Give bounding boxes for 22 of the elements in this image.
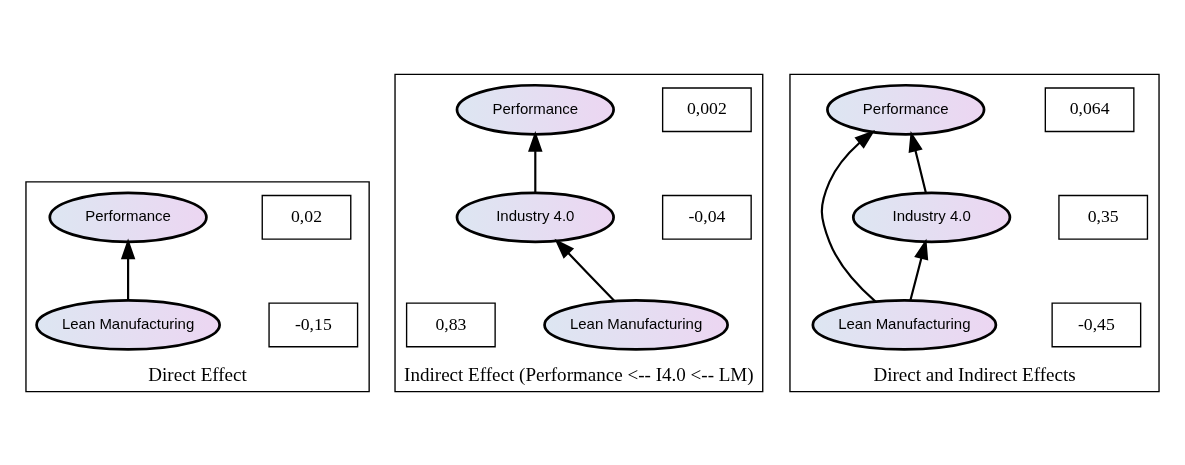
node-ellipse: Performance: [48, 190, 208, 243]
node-ellipse: Lean Manufacturing: [35, 298, 221, 351]
arrow: [120, 238, 136, 300]
node-box: 0,002: [661, 86, 752, 132]
arrow: [528, 130, 543, 193]
arrow: [820, 129, 877, 302]
node-box: -0,04: [661, 194, 752, 240]
node-ellipse: Performance: [455, 83, 615, 136]
arrow: [554, 238, 615, 302]
node-box: -0,45: [1051, 301, 1142, 347]
arrow: [909, 238, 929, 301]
node-ellipse: Lean Manufacturing: [543, 298, 729, 351]
arrow: [908, 130, 927, 193]
node-box: 0,02: [261, 194, 352, 240]
node-ellipse: Industry 4.0: [455, 190, 615, 243]
node-box: -0,15: [268, 301, 359, 347]
node-ellipse: Performance: [826, 83, 986, 136]
node-ellipse: Industry 4.0: [851, 190, 1012, 243]
node-box: 0,064: [1044, 86, 1135, 132]
node-ellipse: Lean Manufacturing: [811, 298, 998, 351]
node-box: 0,83: [405, 301, 496, 347]
node-box: 0,35: [1058, 194, 1149, 240]
